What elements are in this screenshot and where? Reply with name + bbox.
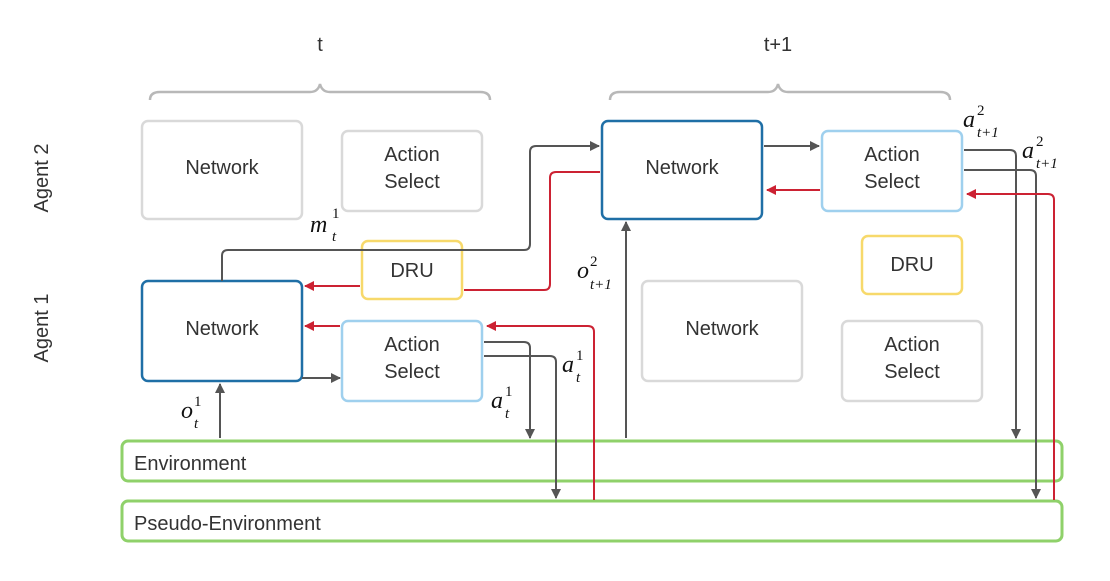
network-label: Network (645, 157, 719, 179)
svg-text:2: 2 (977, 103, 985, 119)
svg-text:1: 1 (194, 394, 202, 410)
time-label-t: t (317, 34, 323, 56)
network-label: Network (685, 318, 759, 340)
action-box-agent2-t (340, 129, 484, 213)
svg-text:t: t (576, 370, 581, 386)
label-a-t1-2-pseudo: a 2 t+1 (1022, 134, 1058, 172)
svg-text:t+1: t+1 (977, 125, 999, 141)
label-o-t-1: o 1 t (181, 394, 202, 432)
label-o-t1-2: o 2 t+1 (577, 254, 612, 293)
action-label-line1: Action (384, 334, 440, 356)
network-label: Network (185, 318, 259, 340)
action-label-line1: Action (384, 144, 440, 166)
action-box-agent2-t1 (820, 129, 964, 213)
svg-text:2: 2 (590, 254, 598, 270)
svg-text:t+1: t+1 (1036, 156, 1058, 172)
label-a-t1-2-env: a 2 t+1 (963, 103, 999, 141)
svg-text:1: 1 (505, 384, 513, 400)
arrow-action-agent1-pseudo (484, 355, 561, 499)
environment-label: Environment (134, 453, 247, 475)
svg-text:t: t (505, 406, 510, 422)
svg-text:1: 1 (332, 206, 340, 222)
action-box-agent1-t (340, 319, 484, 403)
time-label-t1: t+1 (764, 34, 792, 56)
environment-bar (120, 439, 1064, 483)
brace-t (148, 83, 492, 101)
dru-label: DRU (890, 254, 933, 276)
dru-box-t1 (860, 234, 964, 296)
label-a-t-1-env: a 1 t (491, 384, 513, 422)
svg-text:o: o (181, 398, 193, 424)
action-label-line1: Action (864, 144, 920, 166)
agent2-label: Agent 2 (31, 144, 53, 213)
arrow-action-agent2-pseudo (964, 169, 1041, 499)
svg-text:2: 2 (1036, 134, 1044, 150)
network-box-agent1-t1 (640, 279, 804, 383)
label-m-t-1: m 1 t (310, 206, 340, 245)
svg-text:a: a (1022, 138, 1034, 164)
dru-box-t (360, 239, 464, 301)
arrow-message-t (221, 141, 600, 281)
svg-text:o: o (577, 258, 589, 284)
svg-text:m: m (310, 212, 327, 238)
arrow-grad-pseudo-to-action-t1 (966, 189, 1055, 500)
pseudo-environment-label: Pseudo-Environment (134, 513, 321, 535)
label-a-t-1-pseudo: a 1 t (562, 348, 584, 386)
svg-text:a: a (562, 352, 574, 378)
svg-text:t: t (194, 416, 199, 432)
network-label: Network (185, 157, 259, 179)
pseudo-environment-bar (120, 499, 1064, 543)
red-arrows (304, 171, 1055, 500)
action-label-line2: Select (864, 171, 920, 193)
action-label-line1: Action (884, 334, 940, 356)
svg-text:a: a (491, 388, 503, 414)
brace-t1 (608, 83, 952, 101)
svg-text:t+1: t+1 (590, 277, 612, 293)
svg-text:a: a (963, 107, 975, 133)
svg-text:t: t (332, 229, 337, 245)
arrow-grad-net-to-dru (464, 171, 600, 291)
action-box-agent1-t1 (840, 319, 984, 403)
action-label-line2: Select (384, 171, 440, 193)
arrow-action-agent2-env (964, 149, 1021, 439)
network-box-agent2-t (140, 119, 304, 221)
gray-arrows (215, 141, 1041, 499)
action-label-line2: Select (884, 361, 940, 383)
svg-text:1: 1 (576, 348, 584, 364)
dru-label: DRU (390, 260, 433, 282)
network-box-agent2-t1 (600, 119, 764, 221)
action-label-line2: Select (384, 361, 440, 383)
arrow-action-agent1-env (484, 341, 535, 439)
agent1-label: Agent 1 (31, 294, 53, 363)
arrow-grad-pseudo-to-action-t (486, 321, 595, 500)
